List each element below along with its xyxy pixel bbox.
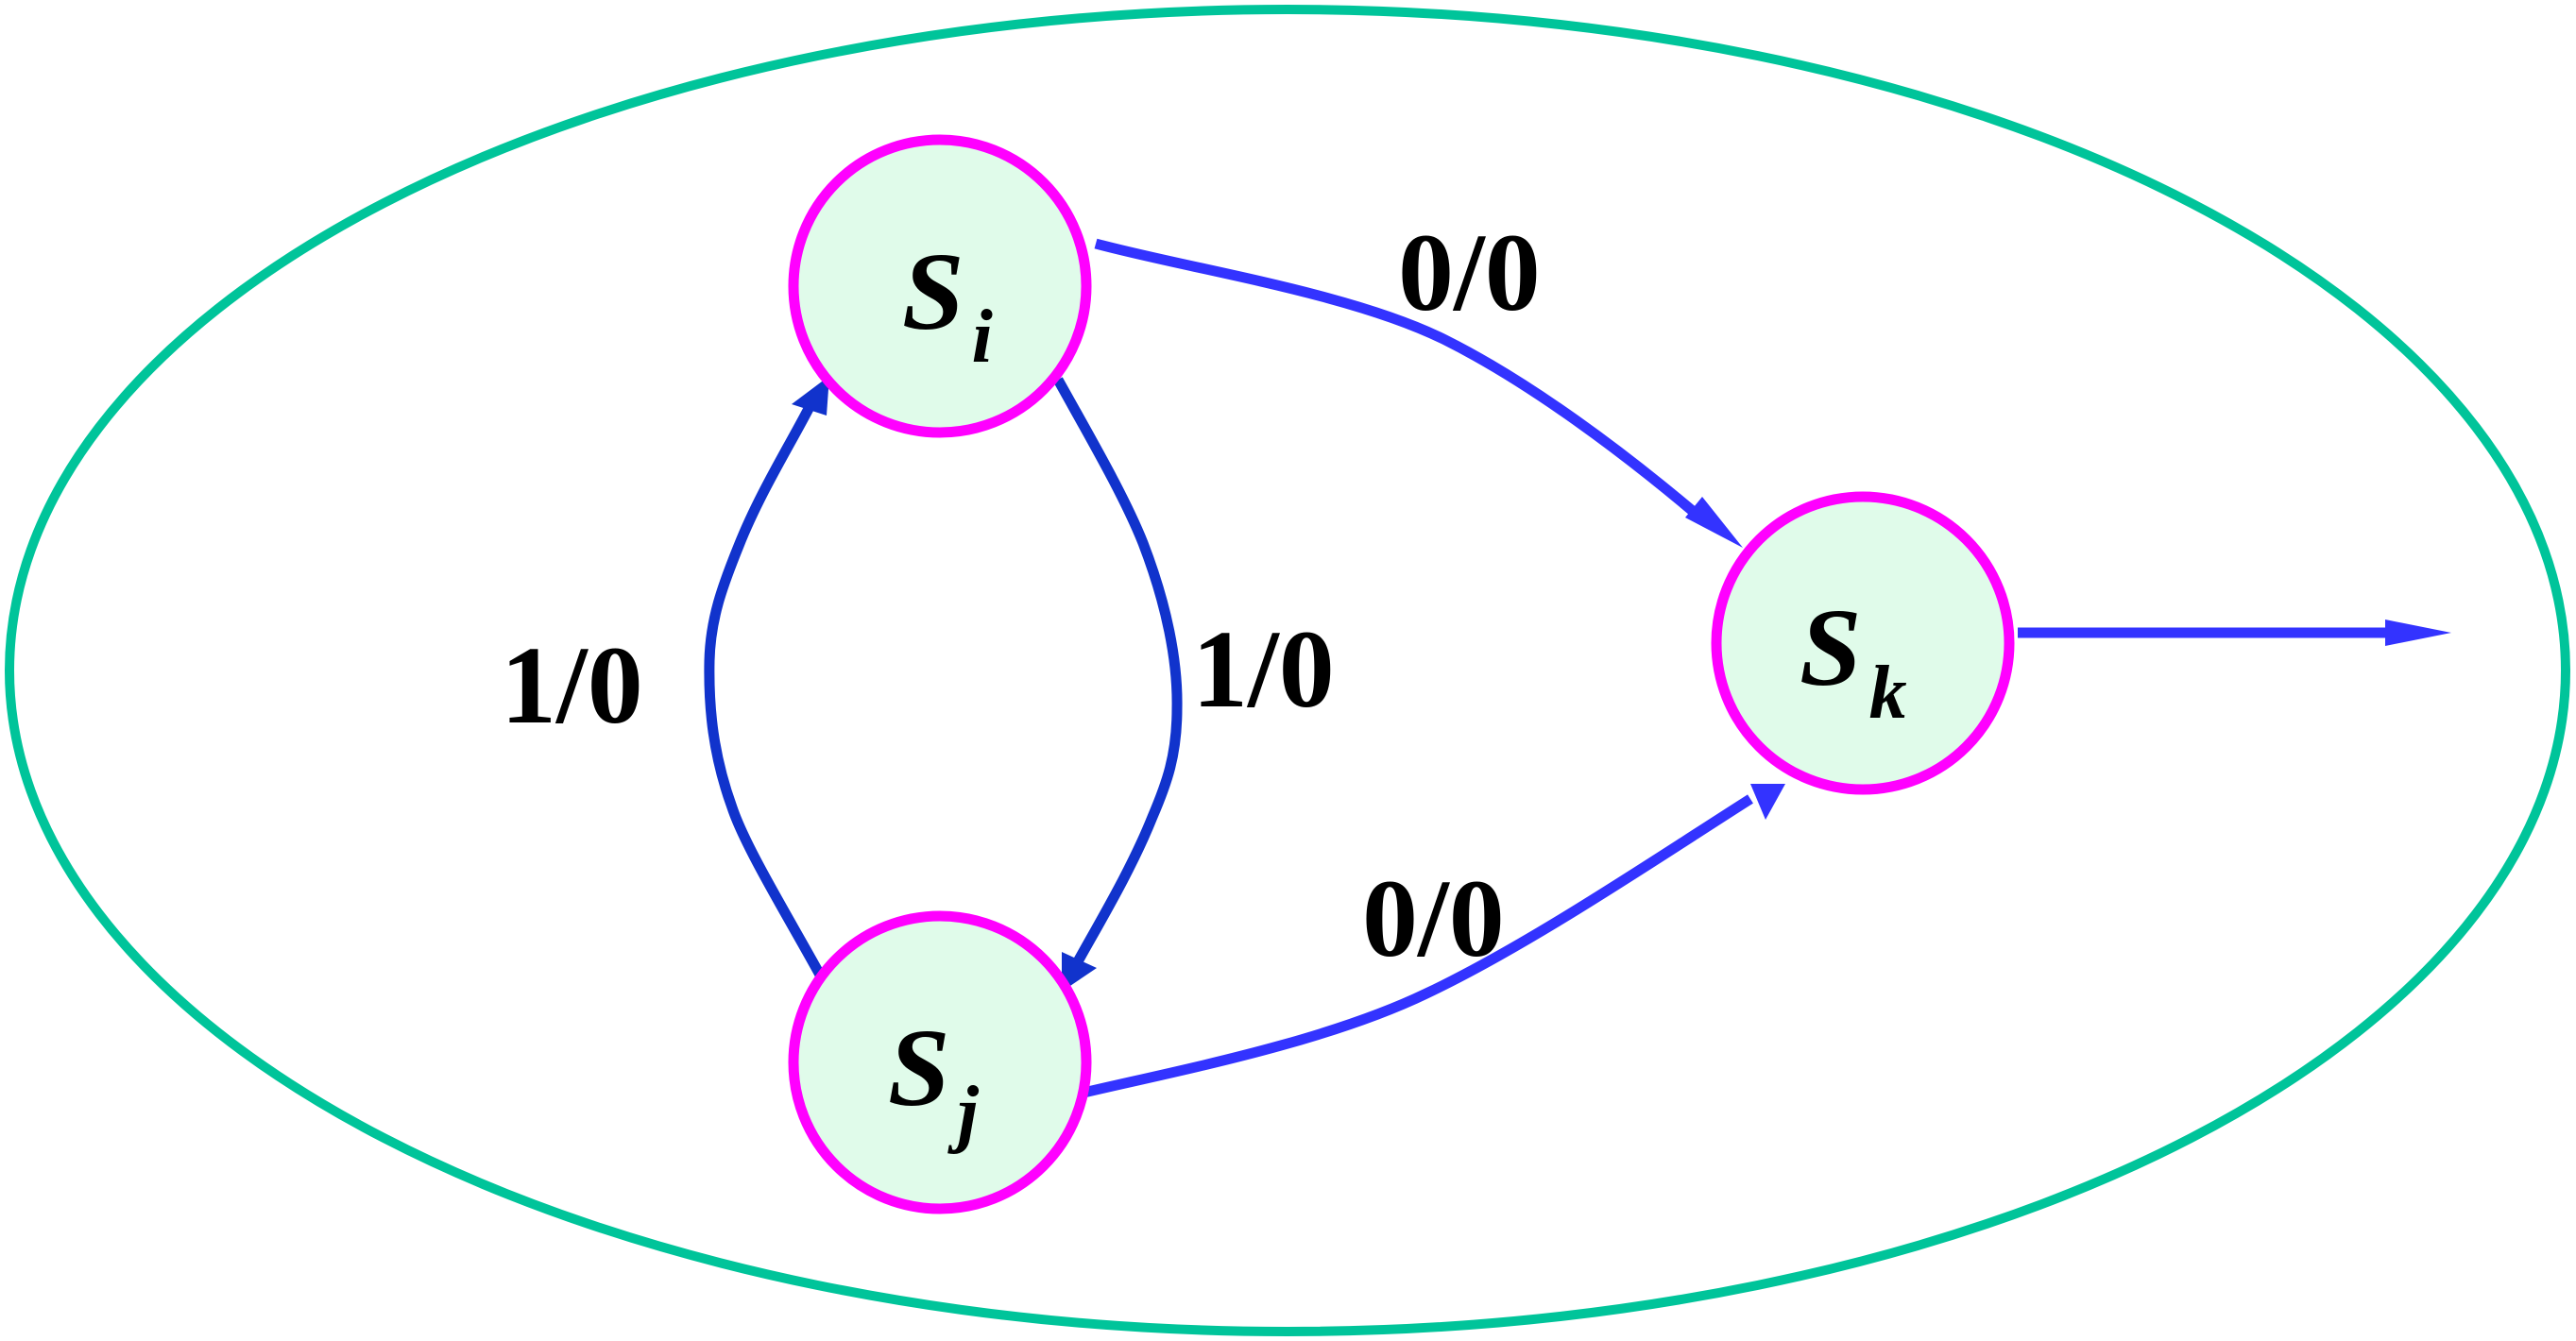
edge-si-to-sk [1094, 238, 1704, 522]
edge-label-si-to-sk: 0/0 [1398, 211, 1541, 334]
edge-label-sj-to-si: 1/0 [501, 623, 643, 747]
edge-si-to-sj [1053, 377, 1183, 966]
edge-sj-to-sk-arrowhead [1750, 784, 1785, 820]
state-sk-node [1711, 491, 2015, 795]
edge-si-to-sj-arrowhead [1062, 952, 1097, 992]
state-group-boundary [5, 5, 2570, 1336]
edge-label-si-to-sj: 1/0 [1192, 607, 1335, 731]
edge-sj-to-sk [1078, 794, 1753, 1099]
state-sj-node [788, 910, 1092, 1214]
edge-si-to-sk-arrowhead [1685, 497, 1743, 548]
edge-label-sj-to-sk: 0/0 [1362, 857, 1505, 980]
edge-sj-to-si-arrowhead [792, 376, 829, 416]
state-si-node [788, 134, 1092, 438]
edge-sj-to-si [704, 399, 831, 990]
edge-sk-outgoing-arrowhead [2385, 620, 2451, 646]
